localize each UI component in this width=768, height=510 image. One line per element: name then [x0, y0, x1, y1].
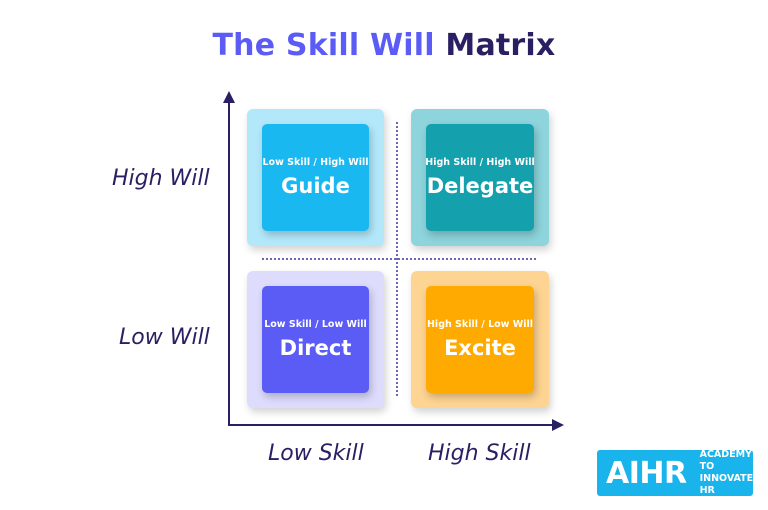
- quadrant-direct-card: Low Skill / Low Will Direct: [262, 286, 369, 393]
- title-accent: The Skill Will: [212, 28, 435, 63]
- quadrant-direct-subtitle: Low Skill / Low Will: [264, 319, 367, 330]
- x-axis-line: [228, 424, 556, 426]
- quadrant-excite-card: High Skill / Low Will Excite: [426, 286, 534, 393]
- page-title: The Skill Will Matrix: [0, 28, 768, 63]
- quadrant-excite: High Skill / Low Will Excite: [411, 271, 549, 408]
- title-dark: Matrix: [445, 28, 556, 63]
- quadrant-guide-subtitle: Low Skill / High Will: [262, 157, 369, 168]
- y-axis-line: [228, 100, 230, 426]
- quadrant-guide-label: Guide: [281, 174, 350, 198]
- logo-brand: AIHR: [606, 455, 687, 491]
- logo-tagline: ACADEMY TO INNOVATE HR: [700, 449, 754, 497]
- quadrant-excite-subtitle: High Skill / Low Will: [426, 319, 533, 330]
- aihr-logo: AIHR ACADEMY TO INNOVATE HR: [597, 449, 754, 497]
- quadrant-delegate-label: Delegate: [426, 174, 534, 198]
- x-label-low-skill: Low Skill: [268, 441, 364, 466]
- y-label-low-will: Low Will: [119, 325, 210, 350]
- quadrant-direct: Low Skill / Low Will Direct: [247, 271, 384, 408]
- quadrant-guide: Low Skill / High Will Guide: [247, 109, 384, 246]
- quadrant-guide-card: Low Skill / High Will Guide: [262, 124, 369, 231]
- quadrant-delegate-subtitle: High Skill / High Will: [425, 157, 535, 168]
- quadrant-excite-label: Excite: [444, 336, 516, 360]
- quadrant-delegate: High Skill / High Will Delegate: [411, 109, 549, 246]
- x-axis-arrow-icon: [552, 419, 564, 431]
- y-label-high-will: High Will: [112, 166, 210, 191]
- quadrant-direct-label: Direct: [279, 336, 352, 360]
- x-label-high-skill: High Skill: [428, 441, 531, 466]
- horizontal-divider: [262, 258, 536, 260]
- y-axis-arrow-icon: [223, 91, 235, 103]
- quadrant-delegate-card: High Skill / High Will Delegate: [425, 124, 535, 231]
- logo-tagline-line1: ACADEMY TO: [699, 449, 752, 472]
- logo-tagline-line2: INNOVATE HR: [699, 473, 754, 496]
